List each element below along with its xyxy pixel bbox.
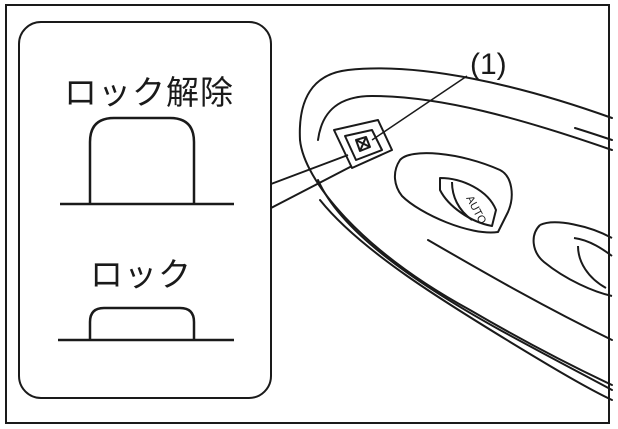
door-armrest xyxy=(298,67,613,401)
window-switch-second xyxy=(532,221,613,297)
outer-frame xyxy=(5,4,610,424)
unlock-button-illustration xyxy=(60,116,234,206)
lock-label: ロック xyxy=(90,255,192,294)
lock-switch xyxy=(333,119,393,169)
magnifier-lines xyxy=(270,154,353,209)
window-switch-text: AUTO xyxy=(463,194,488,227)
window-switch-auto xyxy=(394,152,513,234)
callout-number: (1) xyxy=(470,48,507,81)
callout-leader-line xyxy=(371,75,468,141)
inset-panel xyxy=(18,21,272,399)
lock-button-illustration xyxy=(58,306,234,342)
unlock-label: ロック解除 xyxy=(64,73,234,112)
